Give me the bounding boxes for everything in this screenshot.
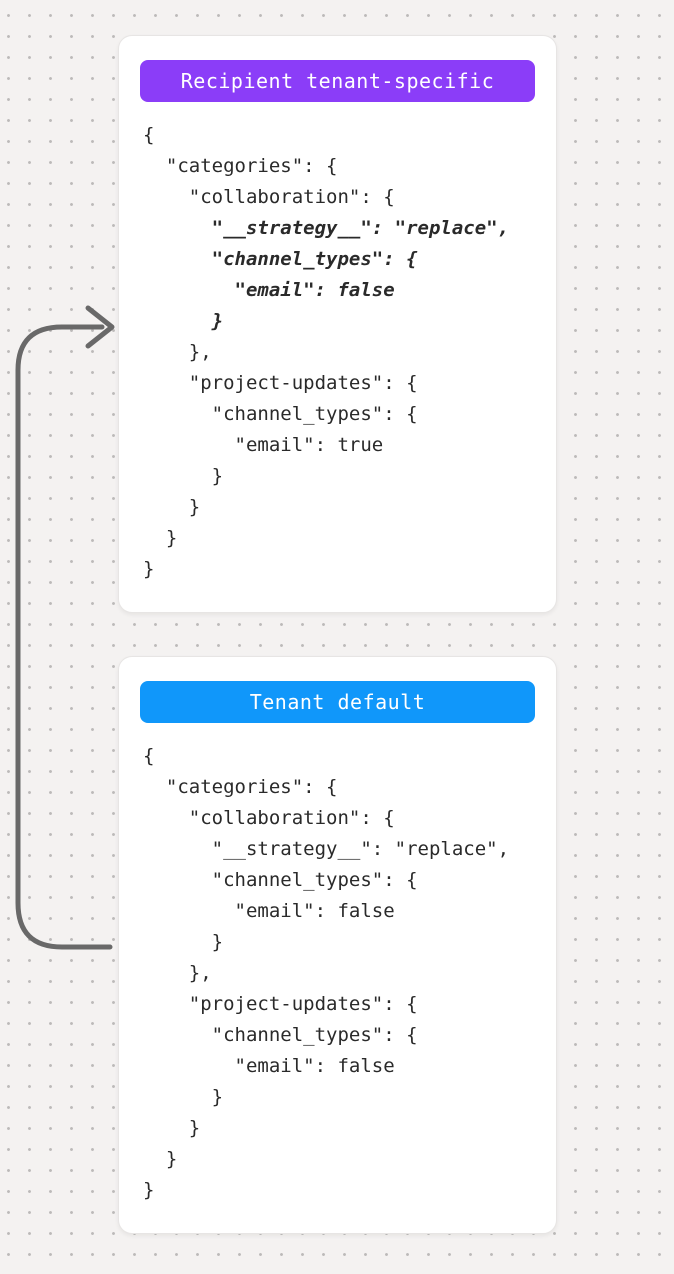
code-line: } — [143, 931, 224, 953]
code-line: { — [143, 124, 155, 146]
badge-recipient-tenant-specific: Recipient tenant-specific — [140, 60, 535, 102]
code-line: "collaboration": { — [143, 807, 395, 829]
code-line: { — [143, 745, 155, 767]
flow-arrow-head — [85, 305, 115, 349]
code-line: }, — [143, 962, 212, 984]
code-block-tenant-default: { "categories": { "collaboration": { "__… — [143, 741, 556, 1206]
code-line-emphasized: "channel_types": { — [143, 248, 418, 270]
card-tenant-default: Tenant default { "categories": { "collab… — [118, 656, 557, 1234]
code-line: "categories": { — [143, 776, 338, 798]
code-line: "project-updates": { — [143, 993, 418, 1015]
code-line: "categories": { — [143, 155, 338, 177]
code-line-emphasized: } — [143, 310, 224, 332]
code-line: "channel_types": { — [143, 403, 418, 425]
code-line: } — [143, 1179, 155, 1201]
code-line: "project-updates": { — [143, 372, 418, 394]
card-recipient-tenant-specific: Recipient tenant-specific { "categories"… — [118, 35, 557, 613]
code-line: } — [143, 558, 155, 580]
badge-tenant-default: Tenant default — [140, 681, 535, 723]
code-block-recipient: { "categories": { "collaboration": { "__… — [143, 120, 556, 585]
code-line: } — [143, 1086, 224, 1108]
code-line: "email": true — [143, 434, 384, 456]
flow-arrow-line — [15, 324, 113, 950]
code-line-emphasized: "email": false — [143, 279, 395, 301]
code-line: "__strategy__": "replace", — [143, 838, 510, 860]
code-line-emphasized: "__strategy__": "replace", — [143, 217, 510, 239]
code-line: "email": false — [143, 1055, 395, 1077]
code-line: "email": false — [143, 900, 395, 922]
code-line: } — [143, 465, 224, 487]
code-line: "channel_types": { — [143, 869, 418, 891]
code-line: } — [143, 527, 178, 549]
code-line: }, — [143, 341, 212, 363]
code-line: } — [143, 1148, 178, 1170]
code-line: } — [143, 496, 201, 518]
code-line: "channel_types": { — [143, 1024, 418, 1046]
code-line: "collaboration": { — [143, 186, 395, 208]
code-line: } — [143, 1117, 201, 1139]
